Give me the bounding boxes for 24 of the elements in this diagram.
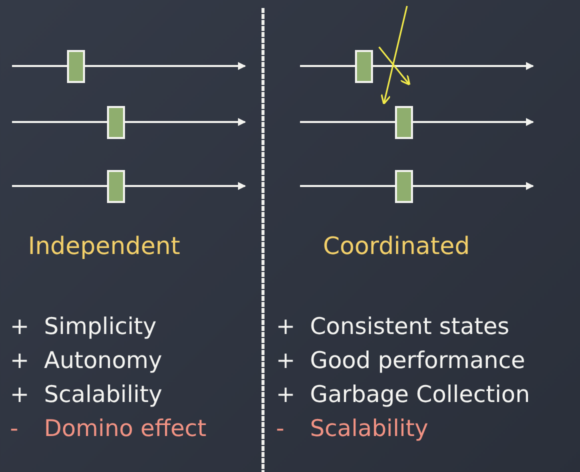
list-item: Scalability — [310, 418, 428, 441]
checkpoint-box — [395, 106, 413, 139]
list-sign: + — [276, 350, 296, 373]
checkpoint-box — [355, 50, 373, 83]
list-sign: - — [10, 418, 18, 441]
checkpoint-box — [107, 170, 125, 203]
list-item: Scalability — [44, 384, 162, 407]
list-sign: + — [276, 384, 296, 407]
checkpoint-box — [107, 106, 125, 139]
list-sign: + — [10, 350, 30, 373]
list-item: Autonomy — [44, 350, 162, 373]
column-heading: Coordinated — [323, 234, 470, 258]
checkpoint-box — [395, 170, 413, 203]
list-item: Domino effect — [44, 418, 206, 441]
list-sign: + — [10, 316, 30, 339]
list-sign: + — [10, 384, 30, 407]
list-item: Good performance — [310, 350, 526, 373]
checkpoint-box — [67, 50, 85, 83]
list-sign: + — [276, 316, 296, 339]
column-heading: Independent — [28, 234, 180, 258]
list-item: Garbage Collection — [310, 384, 530, 407]
list-item: Simplicity — [44, 316, 156, 339]
list-sign: - — [276, 418, 284, 441]
list-item: Consistent states — [310, 316, 510, 339]
